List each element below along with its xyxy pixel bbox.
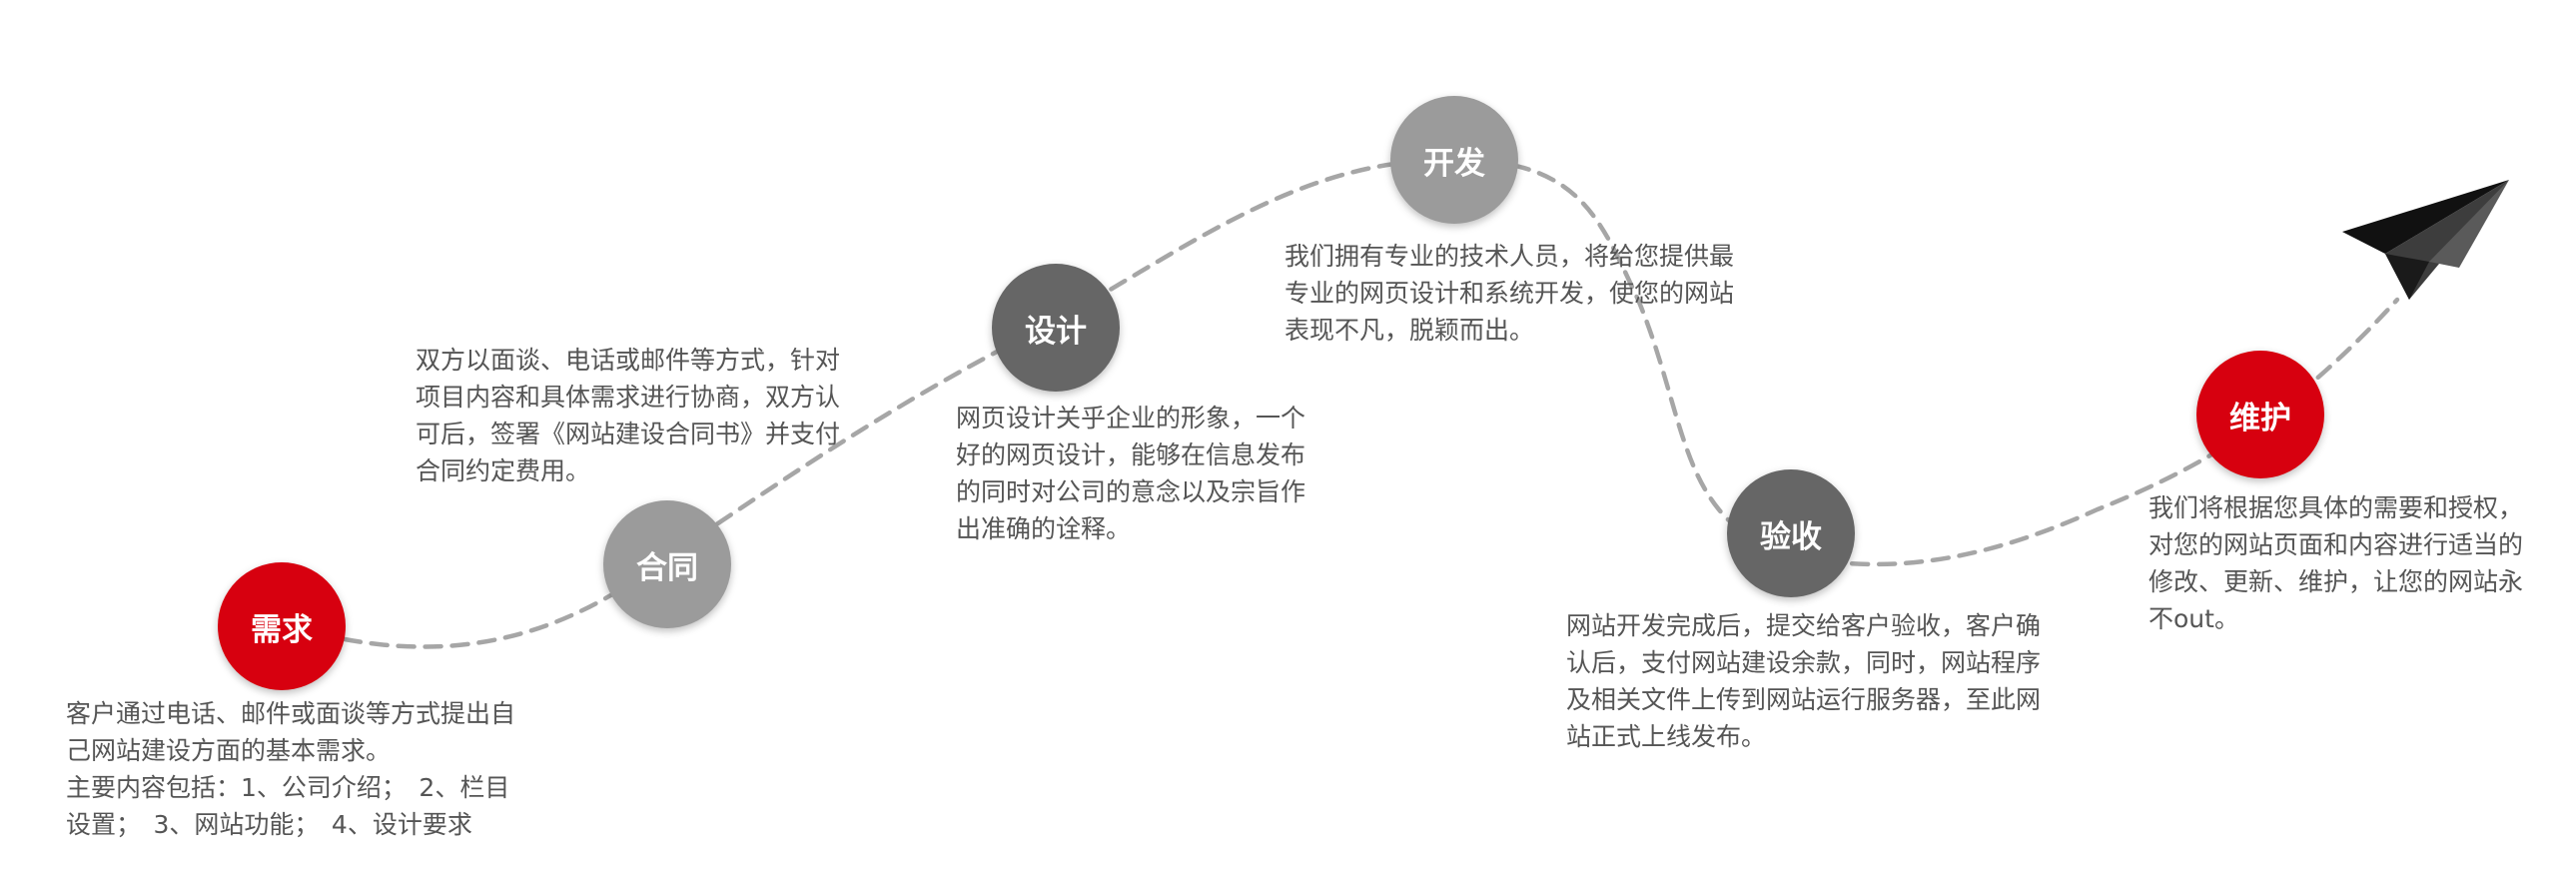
step-desc-text: 主要内容包括：1、公司介绍； 2、栏目设置； 3、网站功能； 4、设计要求 [66,773,510,839]
step-desc-contract: 双方以面谈、电话或邮件等方式，针对项目内容和具体需求进行协商，双方认可后，签署《… [416,342,840,489]
step-label: 验收 [1760,518,1822,555]
step-desc-design: 网页设计关乎企业的形象，一个好的网页设计，能够在信息发布的同时对公司的意念以及宗… [956,400,1325,547]
step-desc-text: 我们将根据您具体的需要和授权，对您的网站页面和内容进行适当的修改、更新、维护，让… [2148,493,2524,633]
step-desc-text: 网页设计关乎企业的形象，一个好的网页设计，能够在信息发布的同时对公司的意念以及宗… [956,404,1306,543]
step-node-requirement: 需求 [218,562,346,690]
step-label: 设计 [1025,313,1087,350]
step-desc-requirement: 客户通过电话、邮件或面谈等方式提出自己网站建设方面的基本需求。 主要内容包括：1… [66,695,515,843]
step-label: 开发 [1423,145,1485,182]
step-node-maintenance: 维护 [2196,351,2324,478]
step-node-development: 开发 [1390,96,1518,224]
step-desc-text: 客户通过电话、邮件或面谈等方式提出自己网站建设方面的基本需求。 [66,699,516,765]
step-desc-development: 我们拥有专业的技术人员，将给您提供最专业的网页设计和系统开发，使您的网站表现不凡… [1285,238,1734,349]
step-desc-maintenance: 我们将根据您具体的需要和授权，对您的网站页面和内容进行适当的修改、更新、维护，让… [2148,489,2523,637]
step-label: 需求 [251,611,313,648]
dashed-connector [342,157,2400,649]
step-node-acceptance: 验收 [1727,469,1855,597]
step-node-design: 设计 [992,264,1120,392]
step-desc-text: 我们拥有专业的技术人员，将给您提供最专业的网页设计和系统开发，使您的网站表现不凡… [1285,242,1735,345]
step-desc-text: 网站开发完成后，提交给客户验收，客户确认后，支付网站建设余款，同时，网站程序及相… [1566,611,2042,751]
paper-plane-icon [2342,180,2509,300]
step-node-contract: 合同 [603,500,731,628]
step-desc-acceptance: 网站开发完成后，提交给客户验收，客户确认后，支付网站建设余款，同时，网站程序及相… [1566,607,2046,755]
step-label: 合同 [636,549,698,586]
step-desc-text: 双方以面谈、电话或邮件等方式，针对项目内容和具体需求进行协商，双方认可后，签署《… [416,346,841,485]
step-label: 维护 [2229,400,2291,436]
